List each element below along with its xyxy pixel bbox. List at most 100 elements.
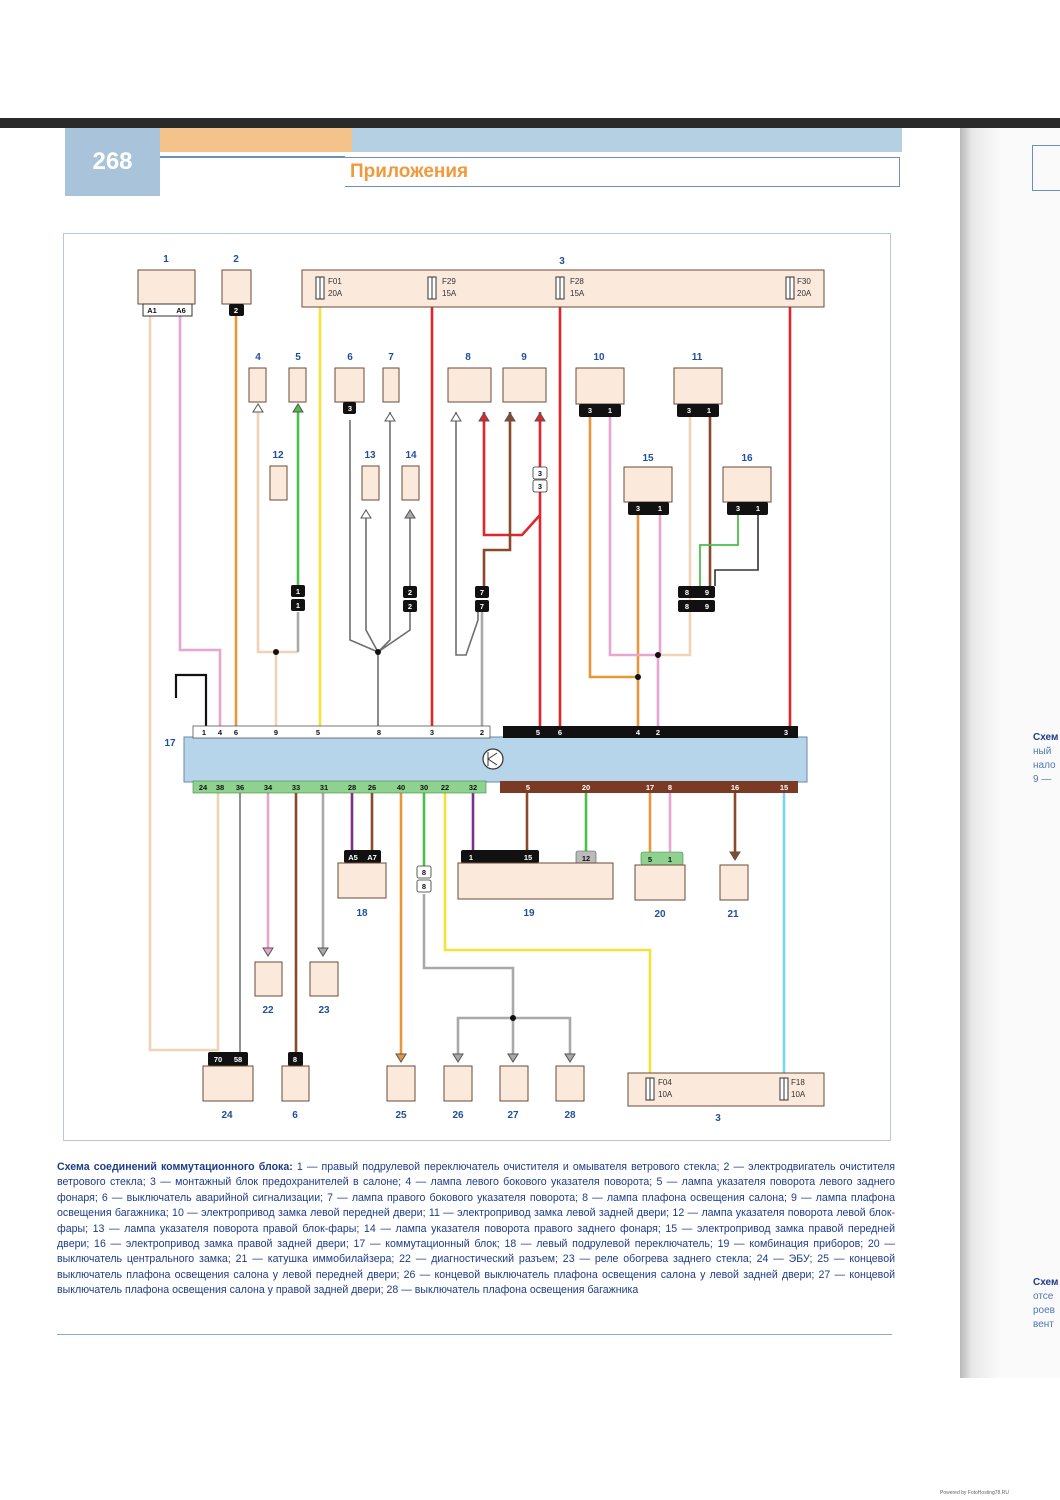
right-page-edge: [960, 128, 1060, 1378]
connector-89-top: [678, 586, 715, 598]
right-frag-6: отсе: [1033, 1291, 1054, 1302]
connector-2-2-top-pin: 2: [408, 588, 412, 597]
fuse-block-top-label: 3: [559, 256, 565, 267]
wire-orange-10-15: [588, 416, 640, 726]
switch-top-pin-8: 8: [377, 728, 381, 737]
fuse-f01-rating: 20A: [328, 289, 343, 298]
component-6-label: 6: [347, 352, 353, 363]
component-7-body: [382, 367, 400, 403]
fuse-f18-rating: 10A: [791, 1090, 806, 1099]
figure-caption: Схема соединений коммутационного блока: …: [57, 1160, 895, 1299]
switch-bottom-pin-31: 31: [320, 783, 328, 792]
connector-89-bottom-pin-8: 8: [685, 602, 689, 611]
connector-3-3-top: [532, 466, 548, 480]
header-accent-bar: [160, 128, 352, 152]
fuse-f04-rating: 10A: [658, 1090, 673, 1099]
component-16-label: 16: [741, 453, 753, 464]
wire-pink-1: [178, 316, 222, 726]
wires-layer: [148, 305, 792, 1075]
arrow-8: [450, 412, 462, 422]
junction-dot: [635, 674, 641, 680]
switch-bottom-brown-pin-20: 20: [582, 783, 590, 792]
connector-2-2-top: [403, 586, 417, 598]
component-23-label: 23: [318, 1005, 330, 1016]
component-4: 4: [248, 352, 267, 403]
fuse-f18-name: F18: [791, 1078, 805, 1087]
component-1: A1 A6 1: [137, 254, 196, 317]
component-8-body: [447, 367, 492, 403]
switch-bottom-brown-pin-16: 16: [731, 783, 739, 792]
component-1-connector: [142, 303, 193, 317]
caption-body: 1 — правый подрулевой переключатель очис…: [57, 1161, 895, 1297]
switch-top-pin-5: 5: [316, 728, 320, 737]
fuse-block-bottom-label: 3: [715, 1113, 721, 1124]
component-18-pin-a7: A7: [367, 853, 377, 862]
component-2-connector: [229, 304, 244, 316]
component-10-body: [575, 367, 625, 405]
connector-7-7: 7 7: [475, 586, 489, 612]
wire-grey-6-7: [349, 412, 411, 726]
arrow-26: [452, 1053, 464, 1063]
component-4-label: 4: [255, 352, 261, 363]
right-frag-7: роев: [1033, 1305, 1055, 1316]
fuse-f28-rating: 15A: [570, 289, 585, 298]
component-1-pin-a1: A1: [147, 306, 157, 315]
caption-title: Схема соединений коммутационного блока:: [57, 1161, 293, 1173]
component-26-label: 26: [452, 1110, 464, 1121]
component-15-pin-3: 3: [636, 504, 640, 513]
component-19-label: 19: [523, 908, 535, 919]
wire-beige-24: [148, 316, 220, 1052]
connector-7-7-top: [475, 586, 489, 598]
connector-8-8-bottom: [416, 879, 432, 893]
switch-bottom-pin-40: 40: [397, 783, 405, 792]
component-20-label: 20: [654, 909, 666, 920]
switch-bottom-pin-34: 34: [264, 783, 273, 792]
component-5-label: 5: [295, 352, 301, 363]
arrow-28: [564, 1053, 576, 1063]
switch-top-white-header: [192, 725, 491, 739]
right-frag-5: Схем: [1033, 1277, 1059, 1288]
component-21-label: 21: [727, 909, 739, 920]
component-9-label: 9: [521, 352, 527, 363]
switch-bottom-pin-22: 22: [441, 783, 449, 792]
connector-89-bottom-pin-9: 9: [705, 602, 709, 611]
switch-bottom-brown-pin-5: 5: [526, 783, 530, 792]
connector-2-2: 2 2: [403, 586, 417, 612]
component-7: 7: [382, 352, 400, 403]
switch-bottom-brown-pin-17: 17: [646, 783, 654, 792]
arrow-13: [360, 509, 372, 519]
fuse-f01-name: F01: [328, 277, 342, 286]
arrow-21: [729, 851, 741, 861]
junction-dot: [510, 1015, 516, 1021]
arrow-25: [395, 1053, 407, 1063]
component-28: 28: [555, 1065, 585, 1121]
component-27: 27: [499, 1065, 529, 1121]
wire-pink-10-15: [608, 416, 662, 726]
switch-bottom-pin-26: 26: [368, 783, 376, 792]
component-6-body: [334, 367, 365, 403]
switch-top-pin-2: 2: [480, 728, 484, 737]
connector-3-3: 3 3: [532, 466, 548, 493]
component-6b-connector: [288, 1052, 303, 1066]
fuse-f30: F30 20A: [785, 276, 812, 300]
switch-bottom-pin-32: 32: [469, 783, 477, 792]
component-27-body: [499, 1065, 529, 1102]
fuse-f04-name: F04: [658, 1078, 672, 1087]
fuse-f01: F01 20A: [315, 276, 343, 300]
component-27-label: 27: [507, 1110, 519, 1121]
wire-red-8-9: [482, 412, 542, 537]
connector-1-1: 1 1: [291, 585, 305, 611]
component-22-label: 22: [262, 1005, 274, 1016]
section-title: Приложения: [345, 157, 900, 187]
component-10-pin-1: 1: [608, 406, 612, 415]
switch-top-pin-4: 4: [218, 728, 223, 737]
page-number: 268: [65, 128, 160, 196]
switch-bottom-pin-33: 33: [292, 783, 300, 792]
fuse-f28: F28 15A: [555, 276, 585, 300]
switch-top-black-pin-5: 5: [536, 728, 540, 737]
switch-bottom-pin-28: 28: [348, 783, 356, 792]
connector-7-7-bottom-pin: 7: [480, 602, 484, 611]
fuse-block-top: 3 F01 20A F29 15A F28 15A F30 20A: [301, 256, 825, 308]
right-frag-3: нало: [1033, 760, 1056, 771]
component-9: 9: [502, 352, 547, 403]
